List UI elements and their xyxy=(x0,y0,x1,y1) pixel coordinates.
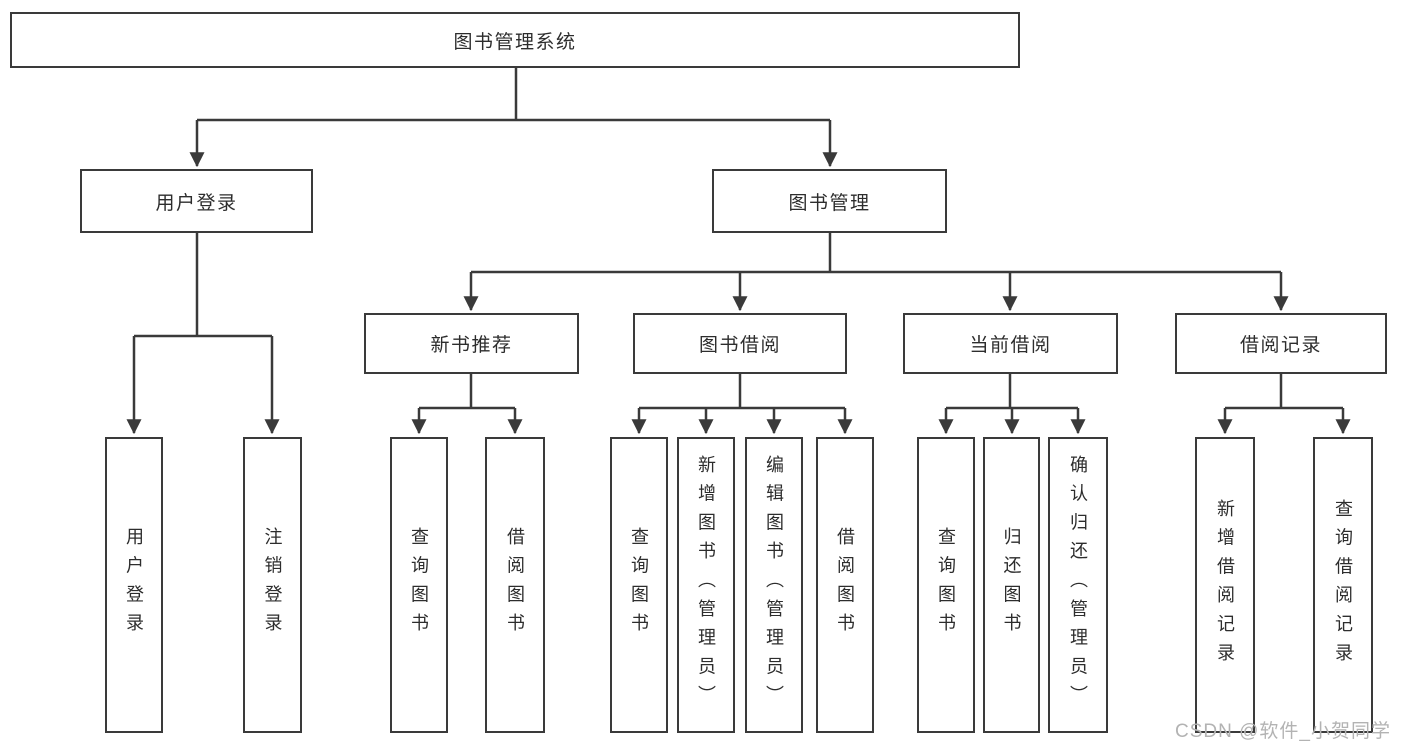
node-leaf-edit-books-admin: 编辑图书（管理员） xyxy=(745,437,803,733)
node-leaf-add-books-admin: 新增图书（管理员） xyxy=(677,437,735,733)
node-book-management-branch: 图书管理 xyxy=(712,169,947,233)
watermark-text: CSDN @软件_小贺同学 xyxy=(1175,721,1391,742)
node-leaf-add-borrow-record: 新增借阅记录 xyxy=(1195,437,1255,733)
node-leaf-query-books-recommend: 查询图书 xyxy=(390,437,448,733)
node-leaf-user-login: 用户登录 xyxy=(105,437,163,733)
node-user-login-branch: 用户登录 xyxy=(80,169,313,233)
node-leaf-query-books-borrowing: 查询图书 xyxy=(610,437,668,733)
node-library-management-system: 图书管理系统 xyxy=(10,12,1020,68)
node-leaf-borrow-books-borrowing: 借阅图书 xyxy=(816,437,874,733)
node-book-borrowing: 图书借阅 xyxy=(633,313,847,374)
node-leaf-confirm-return-admin: 确认归还（管理员） xyxy=(1048,437,1108,733)
node-leaf-logout: 注销登录 xyxy=(243,437,302,733)
node-new-book-recommendation: 新书推荐 xyxy=(364,313,579,374)
node-leaf-borrow-books-recommend: 借阅图书 xyxy=(485,437,545,733)
node-leaf-return-books: 归还图书 xyxy=(983,437,1040,733)
node-borrowing-records: 借阅记录 xyxy=(1175,313,1387,374)
node-leaf-query-borrow-record: 查询借阅记录 xyxy=(1313,437,1373,733)
node-current-borrowing: 当前借阅 xyxy=(903,313,1118,374)
node-leaf-query-books-current: 查询图书 xyxy=(917,437,975,733)
